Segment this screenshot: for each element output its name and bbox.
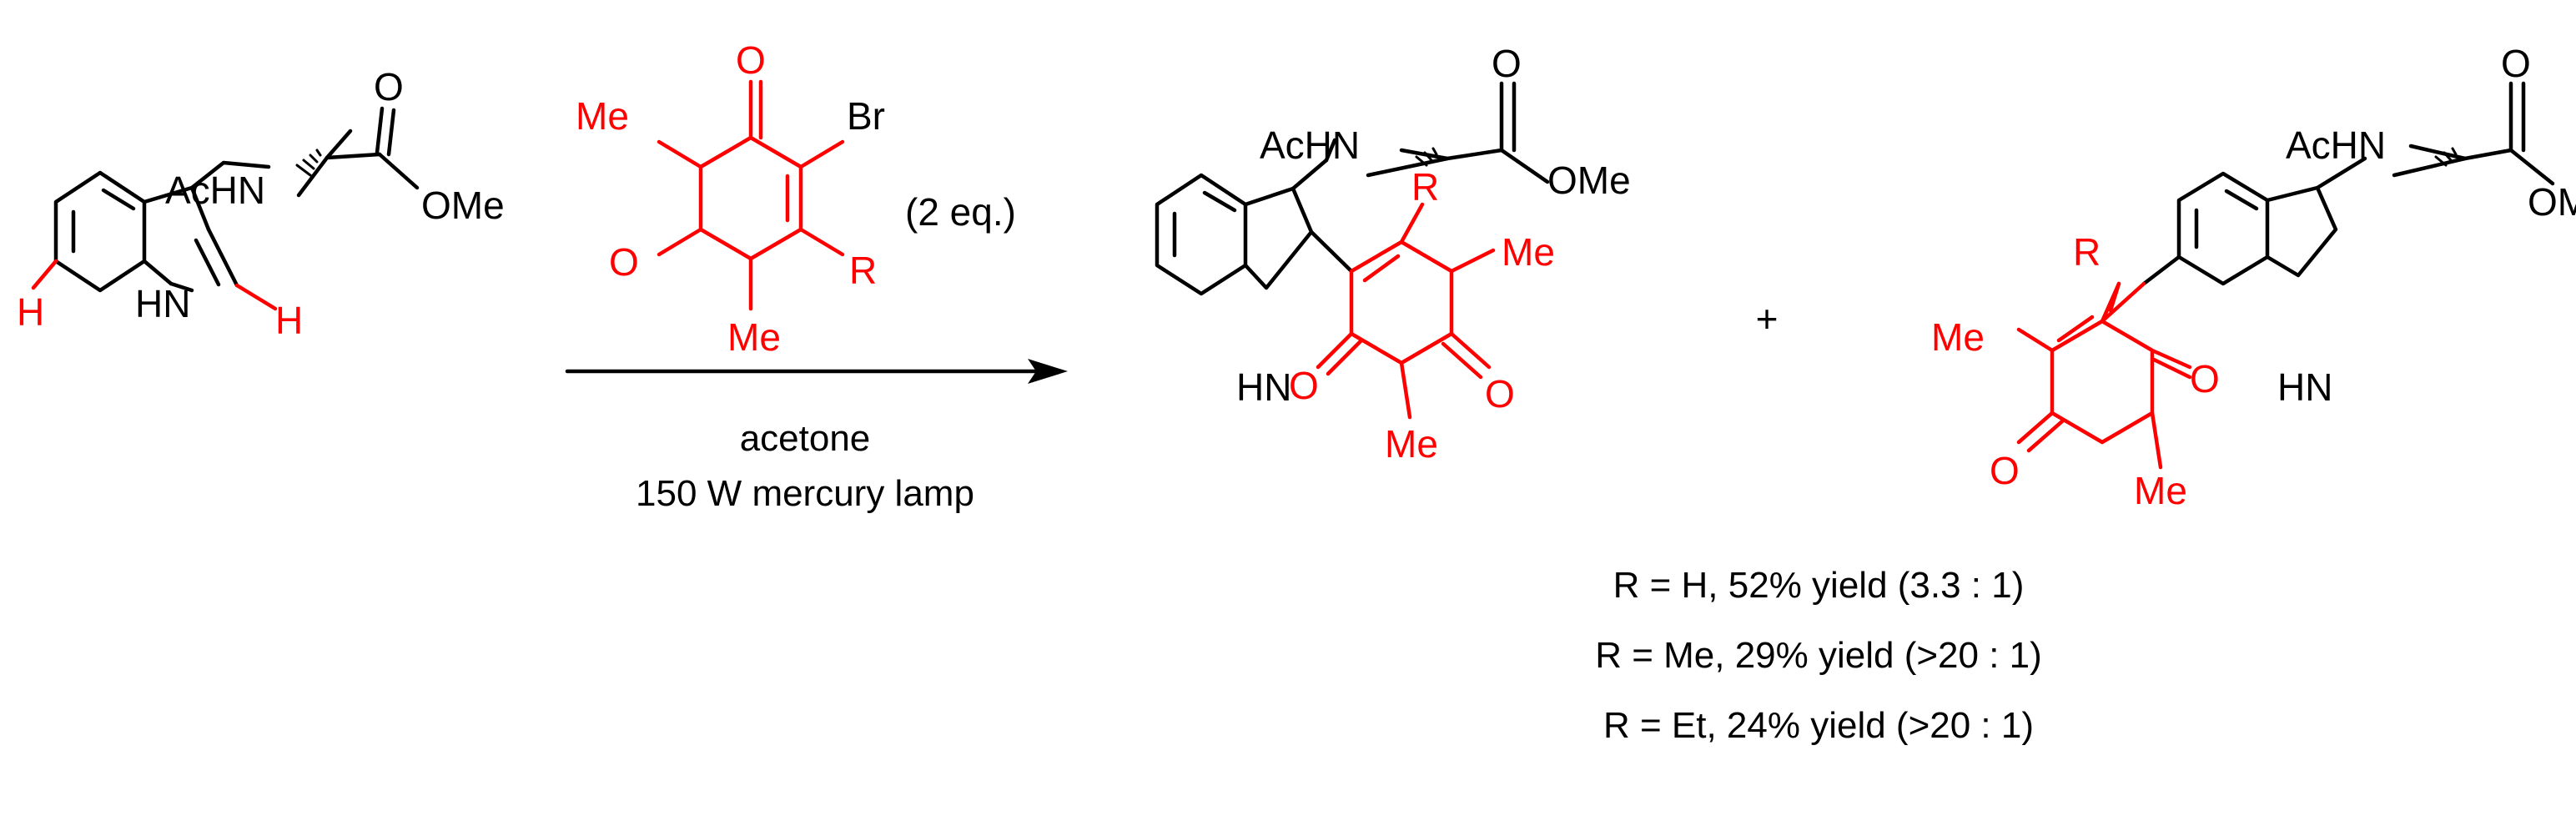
conditions-light: 150 W mercury lamp bbox=[636, 473, 974, 514]
product-c2-hash-wedge bbox=[1415, 147, 1438, 167]
reagent-br-label: Br bbox=[847, 94, 885, 138]
reactant-bonds bbox=[53, 106, 420, 293]
reagent-me-n1-label: Me bbox=[576, 94, 629, 138]
product-c7-bonds bbox=[2141, 81, 2555, 286]
product-c2-nh-label: HN bbox=[1236, 365, 1291, 409]
yield-line-h: R = H, 52% yield (3.3 : 1) bbox=[1613, 565, 2025, 606]
reagent-bromouracil: Me O Br O R Me (2 eq.) bbox=[576, 38, 1016, 359]
reactant-c2h-bond bbox=[234, 283, 278, 311]
product-c2-achn-label: AcHN bbox=[1260, 123, 1360, 167]
reagent-equivalents-label: (2 eq.) bbox=[905, 190, 1016, 234]
reagent-r-label: R bbox=[849, 249, 877, 292]
reactant-achn-label: AcHN bbox=[165, 169, 265, 212]
product-c7-r-label: R bbox=[2073, 230, 2101, 274]
product-c7-o-right-label: O bbox=[2190, 357, 2220, 400]
product-c7-achn-label: AcHN bbox=[2286, 123, 2386, 167]
product-c7-me-left-label: Me bbox=[1931, 315, 1985, 359]
product-c2-r-label: R bbox=[1411, 165, 1439, 209]
reactant-nh-label: HN bbox=[135, 282, 190, 325]
reagent-o2-label: O bbox=[609, 240, 639, 284]
reaction-arrow bbox=[565, 359, 1068, 384]
product-c2-me-right-label: Me bbox=[1502, 230, 1555, 274]
reactant-tryptophan: AcHN O OMe HN H H bbox=[17, 65, 505, 342]
product-c2-bonds bbox=[1155, 81, 1550, 296]
reagent-me-n3-label: Me bbox=[727, 315, 781, 359]
product-c2-uracil-bonds bbox=[1316, 202, 1496, 420]
product-c2-ome-label: OMe bbox=[1547, 159, 1631, 202]
reactant-c7h-bond bbox=[31, 259, 58, 290]
conditions-solvent: acetone bbox=[740, 418, 871, 459]
plus-sign: + bbox=[1756, 297, 1779, 340]
reactant-carbonyl-o-label: O bbox=[374, 65, 404, 108]
product-c7-o-bottom-label: O bbox=[1990, 449, 2020, 492]
reactant-ome-label: OMe bbox=[421, 184, 505, 227]
product-c7-uracil-bonds bbox=[2016, 281, 2192, 470]
reactant-h2-label: H bbox=[275, 299, 303, 342]
reactant-hash-wedge bbox=[295, 149, 322, 177]
reagent-bonds bbox=[657, 79, 845, 311]
product-c7: AcHN O OMe HN R Me O O Me bbox=[1931, 42, 2576, 512]
reactant-h7-label: H bbox=[17, 290, 44, 334]
yield-line-et: R = Et, 24% yield (>20 : 1) bbox=[1603, 705, 2034, 746]
product-c7-hash-wedge bbox=[2434, 147, 2458, 167]
product-c7-nh-label: HN bbox=[2277, 365, 2332, 409]
product-c2-o-right-label: O bbox=[1485, 372, 1515, 416]
product-c2-me-bottom-label: Me bbox=[1385, 422, 1438, 466]
product-c2: AcHN O OMe HN R Me O O Me bbox=[1155, 42, 1631, 466]
product-c7-carbonyl-o-label: O bbox=[2501, 42, 2531, 85]
product-c2-o-left-label: O bbox=[1289, 364, 1319, 407]
product-c7-ome-label: OMe bbox=[2528, 180, 2576, 224]
yield-line-me: R = Me, 29% yield (>20 : 1) bbox=[1595, 635, 2042, 676]
product-c7-me-bottom-label: Me bbox=[2134, 469, 2187, 512]
yield-list: R = H, 52% yield (3.3 : 1) R = Me, 29% y… bbox=[1595, 565, 2042, 746]
product-c2-carbonyl-o-label: O bbox=[1492, 42, 1522, 85]
reagent-o4-label: O bbox=[736, 38, 766, 82]
